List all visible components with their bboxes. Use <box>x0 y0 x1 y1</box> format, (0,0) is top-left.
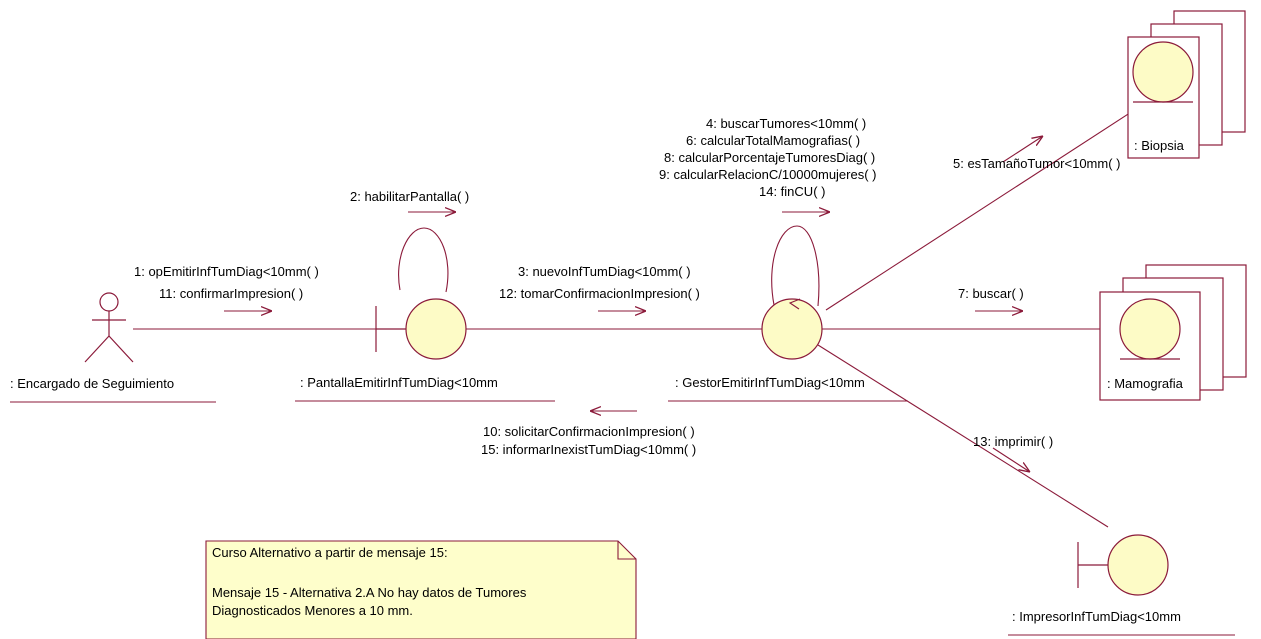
msg-9-label: 9: calcularRelacionC/10000mujeres( ) <box>659 167 877 182</box>
mamografia-label: : Mamografia <box>1107 376 1184 391</box>
alternative-course-note[interactable] <box>205 540 637 639</box>
msg-5-label: 5: esTamañoTumor<10mm( ) <box>953 156 1121 171</box>
msg-7-label: 7: buscar( ) <box>958 286 1024 301</box>
msg-12-label: 12: tomarConfirmacionImpresion( ) <box>499 286 700 301</box>
msg-11-label: 11: confirmarImpresion( ) <box>159 286 303 301</box>
msg-6-label: 6: calcularTotalMamografias( ) <box>686 133 860 148</box>
biopsia-label: : Biopsia <box>1134 138 1185 153</box>
note-line-2: Mensaje 15 - Alternativa 2.A No hay dato… <box>212 585 527 600</box>
mamografia-entity-object[interactable] <box>1099 264 1247 401</box>
note-line-3: Diagnosticados Menores a 10 mm. <box>212 603 413 618</box>
pantalla-label: : PantallaEmitirInfTumDiag<10mm <box>300 375 498 390</box>
msg-1-label: 1: opEmitirInfTumDiag<10mm( ) <box>134 264 319 279</box>
actor-stick-figure[interactable] <box>84 292 134 363</box>
msg-2-label: 2: habilitarPantalla( ) <box>350 189 469 204</box>
msg-10-label: 10: solicitarConfirmacionImpresion( ) <box>483 424 695 439</box>
note-line-1: Curso Alternativo a partir de mensaje 15… <box>212 545 448 560</box>
arrow-msg-13 <box>992 447 1030 472</box>
msg-14-label: 14: finCU( ) <box>759 184 825 199</box>
actor-label: : Encargado de Seguimiento <box>10 376 174 391</box>
link-gestor-impresor <box>817 344 1109 528</box>
impresor-label: : ImpresorInfTumDiag<10mm <box>1012 609 1181 624</box>
pantalla-boundary-object[interactable] <box>375 227 467 360</box>
msg-3-label: 3: nuevoInfTumDiag<10mm( ) <box>518 264 691 279</box>
link-gestor-biopsia <box>825 95 1157 311</box>
msg-8-label: 8: calcularPorcentajeTumoresDiag( ) <box>664 150 875 165</box>
impresor-boundary-object[interactable] <box>1077 534 1169 596</box>
msg-4-label: 4: buscarTumores<10mm( ) <box>706 116 866 131</box>
gestor-control-object[interactable] <box>761 225 823 360</box>
gestor-label: : GestorEmitirInfTumDiag<10mm <box>675 375 865 390</box>
biopsia-entity-object[interactable] <box>1127 10 1246 159</box>
msg-13-label: 13: imprimir( ) <box>973 434 1053 449</box>
msg-15-label: 15: informarInexistTumDiag<10mm( ) <box>481 442 696 457</box>
arrow-msg-5 <box>1002 136 1043 163</box>
